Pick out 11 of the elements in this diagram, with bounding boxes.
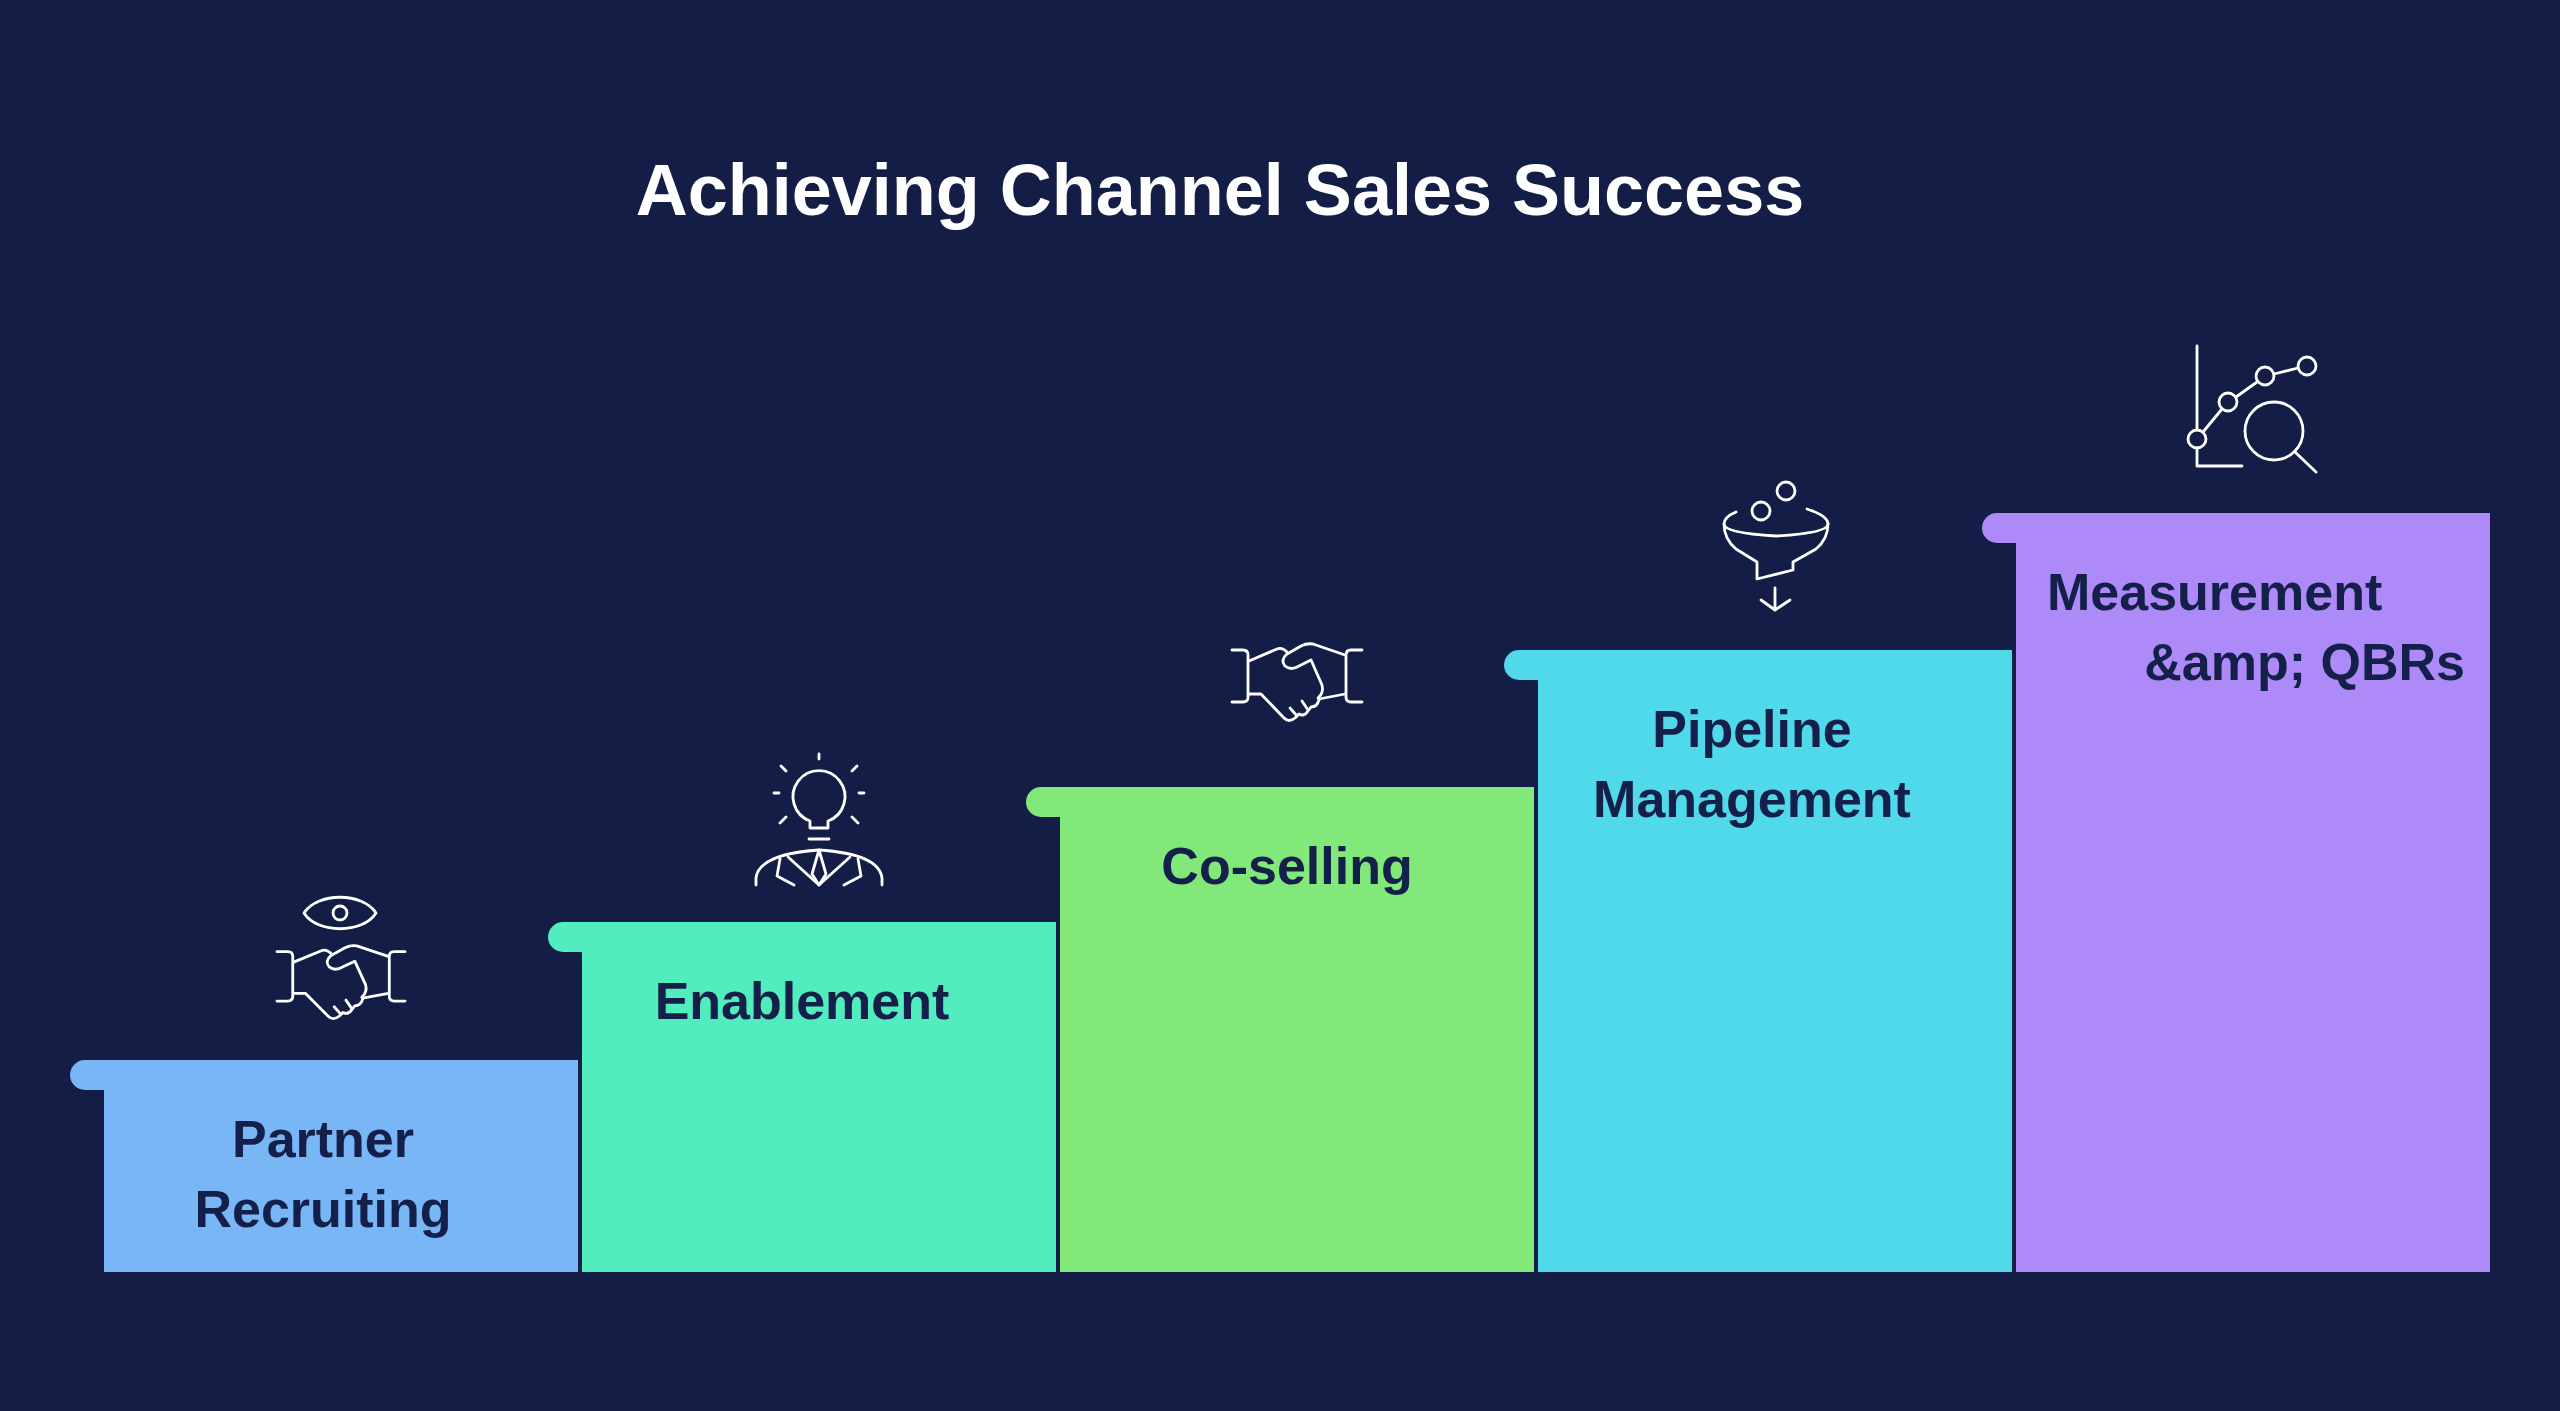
step-block — [1504, 650, 2012, 1272]
step-block — [70, 1060, 578, 1272]
step-label: Enablement — [653, 971, 951, 1032]
step-label: Measurement &amp; QBRs — [2047, 562, 2465, 693]
step-block — [1026, 787, 1534, 1272]
step-block — [1982, 513, 2490, 1272]
title: Achieving Channel Sales Success — [634, 149, 1806, 232]
step-block — [548, 922, 1056, 1272]
step-label: Pipeline Management — [1592, 699, 1912, 830]
step-label: Co-selling — [1160, 836, 1414, 897]
step-label: Partner Recruiting — [193, 1109, 453, 1240]
